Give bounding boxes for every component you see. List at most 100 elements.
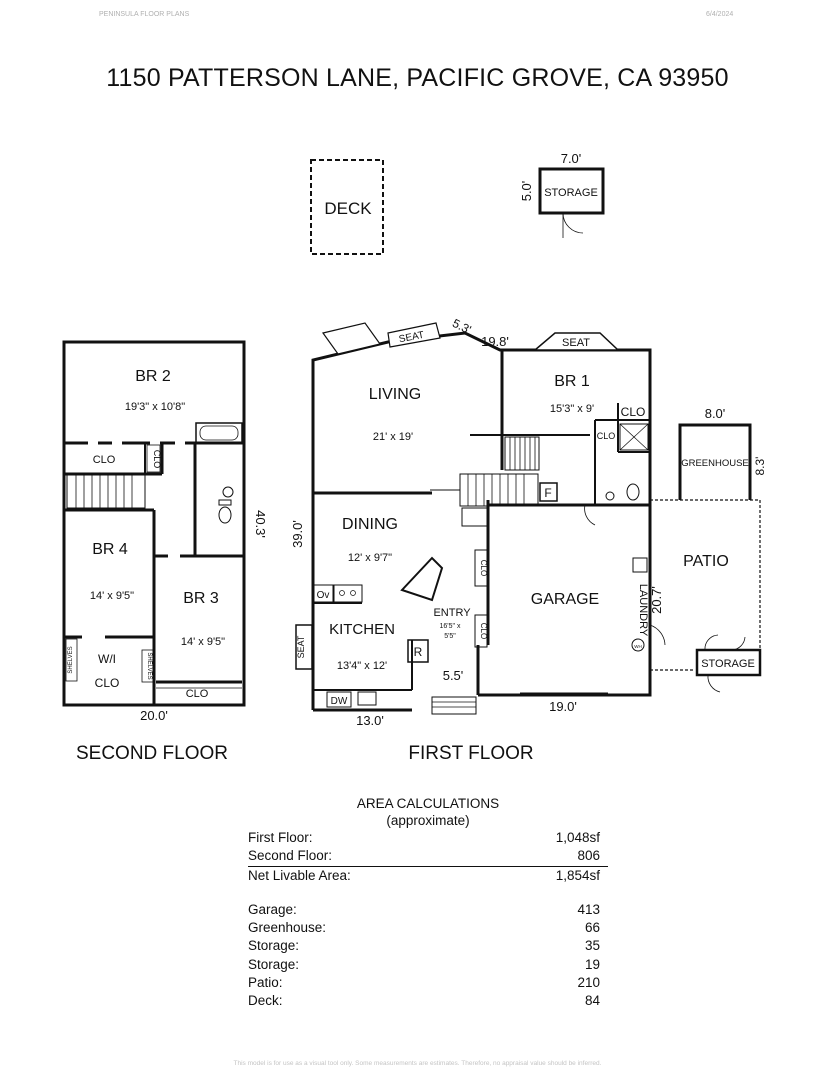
area-row-label: Garage: — [248, 901, 297, 917]
sink-icon — [222, 486, 234, 498]
living-label: LIVING — [369, 386, 421, 403]
area-row: Storage: 35 — [248, 937, 608, 955]
living-size: 21' x 19' — [373, 431, 413, 443]
area-row: Greenhouse: 66 — [248, 919, 608, 937]
area-row-label: Storage: — [248, 938, 300, 954]
area-row: Second Floor: 806 — [248, 847, 608, 867]
kitchen-sink — [357, 691, 377, 706]
br1-size: 15'3" x 9' — [550, 403, 594, 415]
area-row-label: Second Floor: — [248, 848, 333, 864]
br3-closet-label: CLO — [186, 688, 209, 700]
area-row: Net Livable Area: 1,854sf — [248, 867, 608, 885]
garage-label: GARAGE — [531, 591, 599, 608]
area-row: Garage: 413 — [248, 901, 608, 919]
area-row-value: 1,854sf — [555, 867, 600, 883]
kitchen-label: KITCHEN — [329, 621, 395, 638]
patio-depth-dim: 20.7' — [649, 586, 664, 614]
area-row: Storage: 19 — [248, 956, 608, 974]
entry-size-b: 5'5" — [444, 633, 456, 640]
entry-size-a: 16'5" x — [440, 623, 461, 630]
br4-size: 14' x 9'5" — [90, 590, 134, 602]
toilet-icon — [218, 506, 232, 524]
second-floor-plan: CLO CLO SHELVES SHELVES BR 2 19'3" x — [62, 340, 268, 723]
detached-storage-label: STORAGE — [544, 187, 598, 199]
br1-bath-closet-label: CLO — [597, 431, 616, 441]
area-row-label: Deck: — [248, 993, 283, 1009]
header-left-note: PENINSULA FLOOR PLANS — [99, 11, 190, 18]
storage-width-dim: 7.0' — [561, 151, 582, 166]
walk-in-label: W/I — [98, 652, 116, 666]
first-floor-left-dim: 39.0' — [290, 520, 305, 548]
linen-closet-label: CLO — [152, 450, 162, 469]
entry-label: ENTRY — [433, 607, 471, 619]
greenhouse-depth-dim: 8.3' — [753, 457, 767, 476]
kitchen-size: 13'4" x 12' — [337, 660, 387, 672]
deck-label: DECK — [324, 199, 372, 218]
area-row-label: Greenhouse: — [248, 920, 327, 936]
br3-label: BR 3 — [183, 590, 219, 607]
deck-outline — [310, 159, 384, 255]
br2-label: BR 2 — [135, 368, 171, 385]
area-row-value: 806 — [577, 848, 600, 864]
entry-closet-1-label: CLO — [479, 560, 488, 576]
area-row: Patio: 210 — [248, 974, 608, 992]
area-row-value: 413 — [577, 901, 600, 917]
hall-closet-label: CLO — [93, 454, 116, 466]
dishwasher-label: DW — [331, 696, 348, 707]
second-floor-depth-dim: 40.3' — [253, 510, 268, 538]
kitchen-seat-label: SEAT — [296, 635, 306, 658]
first-floor-plan: SEAT SEAT F — [290, 316, 767, 728]
shelves-left-label: SHELVES — [68, 646, 74, 673]
br1-sink-icon — [605, 491, 615, 501]
floor-plan-drawing: DECK STORAGE 7.0' 5.0' CLO CLO — [62, 151, 767, 764]
shelves-right-label: SHELVES — [146, 652, 152, 679]
area-heading: AREA CALCULATIONS — [356, 796, 500, 811]
area-row-value: 210 — [577, 975, 600, 991]
entry-closet-2-label: CLO — [479, 623, 488, 639]
area-row-value: 1,048sf — [555, 830, 600, 845]
greenhouse-label: GREENHOUSE — [681, 458, 749, 469]
cooktop — [333, 584, 363, 603]
greenhouse-width-dim: 8.0' — [705, 406, 726, 421]
br1-toilet-icon — [626, 483, 640, 501]
area-row-value: 35 — [584, 938, 600, 954]
bathtub — [195, 422, 243, 444]
storage-depth-dim: 5.0' — [519, 181, 534, 202]
kitchen-island — [400, 556, 444, 602]
furnace-label: F — [544, 486, 551, 500]
area-row-value: 66 — [584, 920, 600, 936]
area-calculations-table: AREA CALCULATIONS (approximate) First Fl… — [248, 795, 608, 1011]
garage-width-dim: 19.0' — [549, 699, 577, 714]
dining-label: DINING — [342, 516, 398, 533]
area-row-label: Patio: — [248, 975, 283, 991]
area-row-label: Net Livable Area: — [248, 867, 351, 883]
area-row: First Floor: 1,048sf — [248, 829, 608, 847]
laundry-label: LAUNDRY — [637, 584, 649, 637]
header-date: 6/4/2024 — [706, 11, 734, 18]
br1-seat-label: SEAT — [562, 337, 590, 349]
entry-width-dim: 5.5' — [443, 668, 464, 683]
area-row-label: Storage: — [248, 956, 300, 972]
area-subheading: (approximate) — [386, 813, 470, 828]
first-floor-caption: FIRST FLOOR — [408, 743, 533, 764]
oven-label: Ov — [317, 590, 330, 601]
furnace-box — [539, 482, 558, 502]
shower — [619, 423, 649, 451]
fridge-label: R — [414, 645, 423, 659]
patio-storage-label: STORAGE — [701, 658, 755, 670]
patio-label: PATIO — [683, 553, 729, 570]
footer-disclaimer: This model is for use as a visual tool o… — [233, 1060, 602, 1067]
br1-closet-label: CLO — [621, 405, 646, 419]
living-seat-label: SEAT — [398, 330, 425, 346]
dining-size: 12' x 9'7" — [348, 552, 392, 564]
walk-in-closet-label: CLO — [95, 676, 120, 690]
br2-size: 19'3" x 10'8" — [125, 401, 185, 413]
first-floor-top-dim: 19.8' — [481, 334, 509, 349]
fireplace — [321, 322, 382, 355]
br3-size: 14' x 9'5" — [181, 636, 225, 648]
second-floor-width-dim: 20.0' — [140, 708, 168, 723]
storage-door-swing — [562, 212, 584, 234]
second-floor-caption: SECOND FLOOR — [76, 743, 228, 764]
area-row-value: 84 — [584, 993, 600, 1009]
br4-label: BR 4 — [92, 541, 128, 558]
